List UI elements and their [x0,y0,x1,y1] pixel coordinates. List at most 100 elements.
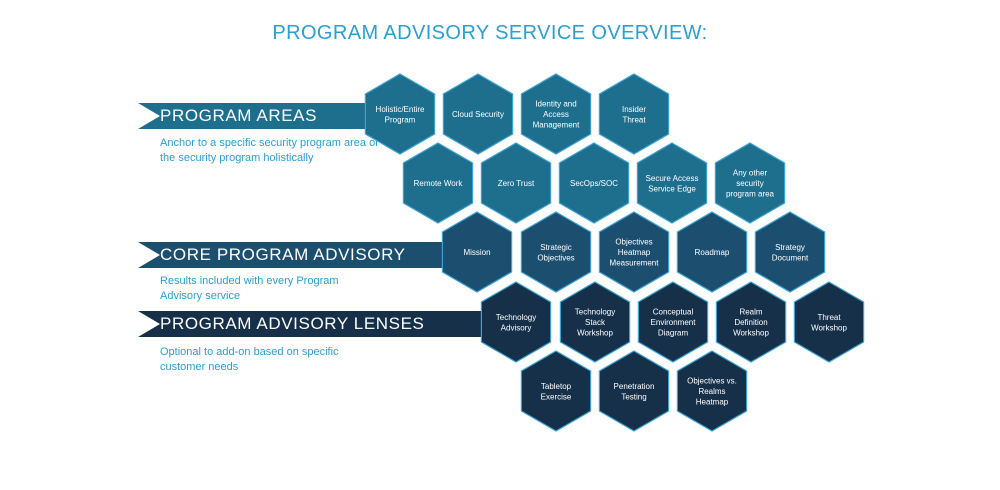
hex-shape [636,142,708,224]
hex-shape [520,350,592,432]
hex-label-line: Program [385,115,416,124]
hex-shape [598,350,670,432]
hex-cloud-security: Cloud Security [442,73,514,155]
hex-label-line: Objectives [615,238,652,247]
hex-label-line: Workshop [733,329,769,338]
program-advisory-lenses-banner: PROGRAM ADVISORY LENSES [138,311,488,337]
hex-label-line: Mission [463,248,490,257]
hex-label-line: Diagram [658,329,689,338]
hex-label-line: Realms [698,387,725,396]
hex-label-line: Cloud Security [452,110,504,119]
hex-shape [441,211,513,293]
hex-label-line: Conceptual [653,308,694,317]
hex-label: Roadmap [695,248,730,257]
hex-label-line: Identity and [535,100,576,109]
page-title: PROGRAM ADVISORY SERVICE OVERVIEW: [272,22,708,44]
hex-label-line: Workshop [811,323,847,332]
hex-label-line: Roadmap [695,248,730,257]
hex-label-line: Stack [585,318,606,327]
hex-label-line: Any other [733,169,768,178]
hex-label-line: Service Edge [648,184,696,193]
program-areas-description: Anchor to a specific security program ar… [160,137,379,164]
hex-shape [715,281,787,363]
hex-label-line: Technology [496,313,536,322]
hex-remote-work: Remote Work [402,142,474,224]
hex-roadmap: Roadmap [676,211,748,293]
hex-label-line: Workshop [577,329,613,338]
hex-label-line: Penetration [614,382,655,391]
hex-label-line: Strategy [775,243,805,252]
hex-label: SecOps/SOC [570,179,618,188]
hex-label-line: Advisory [501,323,532,332]
hex-shape [442,73,514,155]
hex-shape [520,73,592,155]
hex-label-line: Definition [734,318,767,327]
hex-shape [480,142,552,224]
program-areas-banner: PROGRAM AREAS [138,103,378,129]
hex-label: Remote Work [414,179,464,188]
hex-label-line: SecOps/SOC [570,179,618,188]
hex-label-line: Strategic [540,243,572,252]
hex-shape [637,281,709,363]
hex-shape [598,211,670,293]
hex-shape [364,73,436,155]
hex-shape [480,281,552,363]
program-advisory-lenses-description: Optional to add-on based on specific cus… [160,346,339,373]
hex-label-line: Zero Trust [498,179,535,188]
hex-shape [714,142,786,224]
hex-label-line: Testing [621,392,646,401]
hex-label-line: Insider [622,105,646,114]
hex-label-line: Access [543,110,569,119]
core-program-advisory-description: Results included with every Program Advi… [160,275,339,302]
hex-label-line: Heatmap [696,398,729,407]
hex-label-line: Remote Work [414,179,464,188]
hex-label: Zero Trust [498,179,535,188]
hex-label-line: Document [772,253,809,262]
hex-label-line: Secure Access [646,174,699,183]
hex-label-line: Technology [575,308,615,317]
hex-label-line: Objectives vs. [687,377,737,386]
hex-shape [676,350,748,432]
hex-zero-trust: Zero Trust [480,142,552,224]
hex-mission: Mission [441,211,513,293]
hex-label-line: Heatmap [618,248,651,257]
hex-label-line: Realm [739,308,762,317]
hex-label-line: Threat [817,313,841,322]
hex-label-line: Tabletop [541,382,572,391]
core-program-advisory-banner: CORE PROGRAM ADVISORY [138,242,448,268]
hex-label-line: Management [533,121,580,130]
hex-label: Cloud Security [452,110,504,119]
hex-shape [754,211,826,293]
hex-label-line: program area [726,190,775,199]
hex-shape [676,211,748,293]
hex-shape [402,142,474,224]
hex-shape [559,281,631,363]
